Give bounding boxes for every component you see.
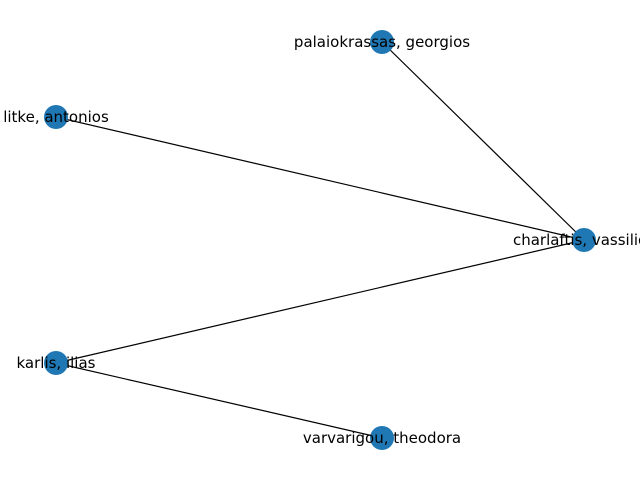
node-palaiokrassas bbox=[370, 30, 394, 54]
edge-karlis-charlaftis bbox=[55, 239, 585, 364]
edge-litke-charlaftis bbox=[55, 116, 585, 241]
node-varvarigou bbox=[370, 426, 394, 450]
node-layer bbox=[44, 30, 596, 450]
node-label-karlis: karlis, ilias bbox=[17, 354, 96, 372]
label-layer: palaiokrassas, georgios litke, antonios ch… bbox=[3, 33, 640, 447]
node-label-litke: litke, antonios bbox=[3, 108, 109, 126]
edge-karlis-varvarigou bbox=[55, 362, 383, 439]
node-karlis bbox=[44, 351, 68, 375]
node-label-varvarigou: varvarigou, theodora bbox=[303, 429, 461, 447]
node-charlaftis bbox=[572, 228, 596, 252]
edge-palaiokrassas-charlaftis bbox=[381, 41, 585, 241]
node-litke bbox=[44, 105, 68, 129]
edge-layer bbox=[55, 41, 585, 439]
node-label-charlaftis: charlaftis, vassilios bbox=[513, 231, 640, 249]
node-label-palaiokrassas: palaiokrassas, georgios bbox=[294, 33, 470, 51]
